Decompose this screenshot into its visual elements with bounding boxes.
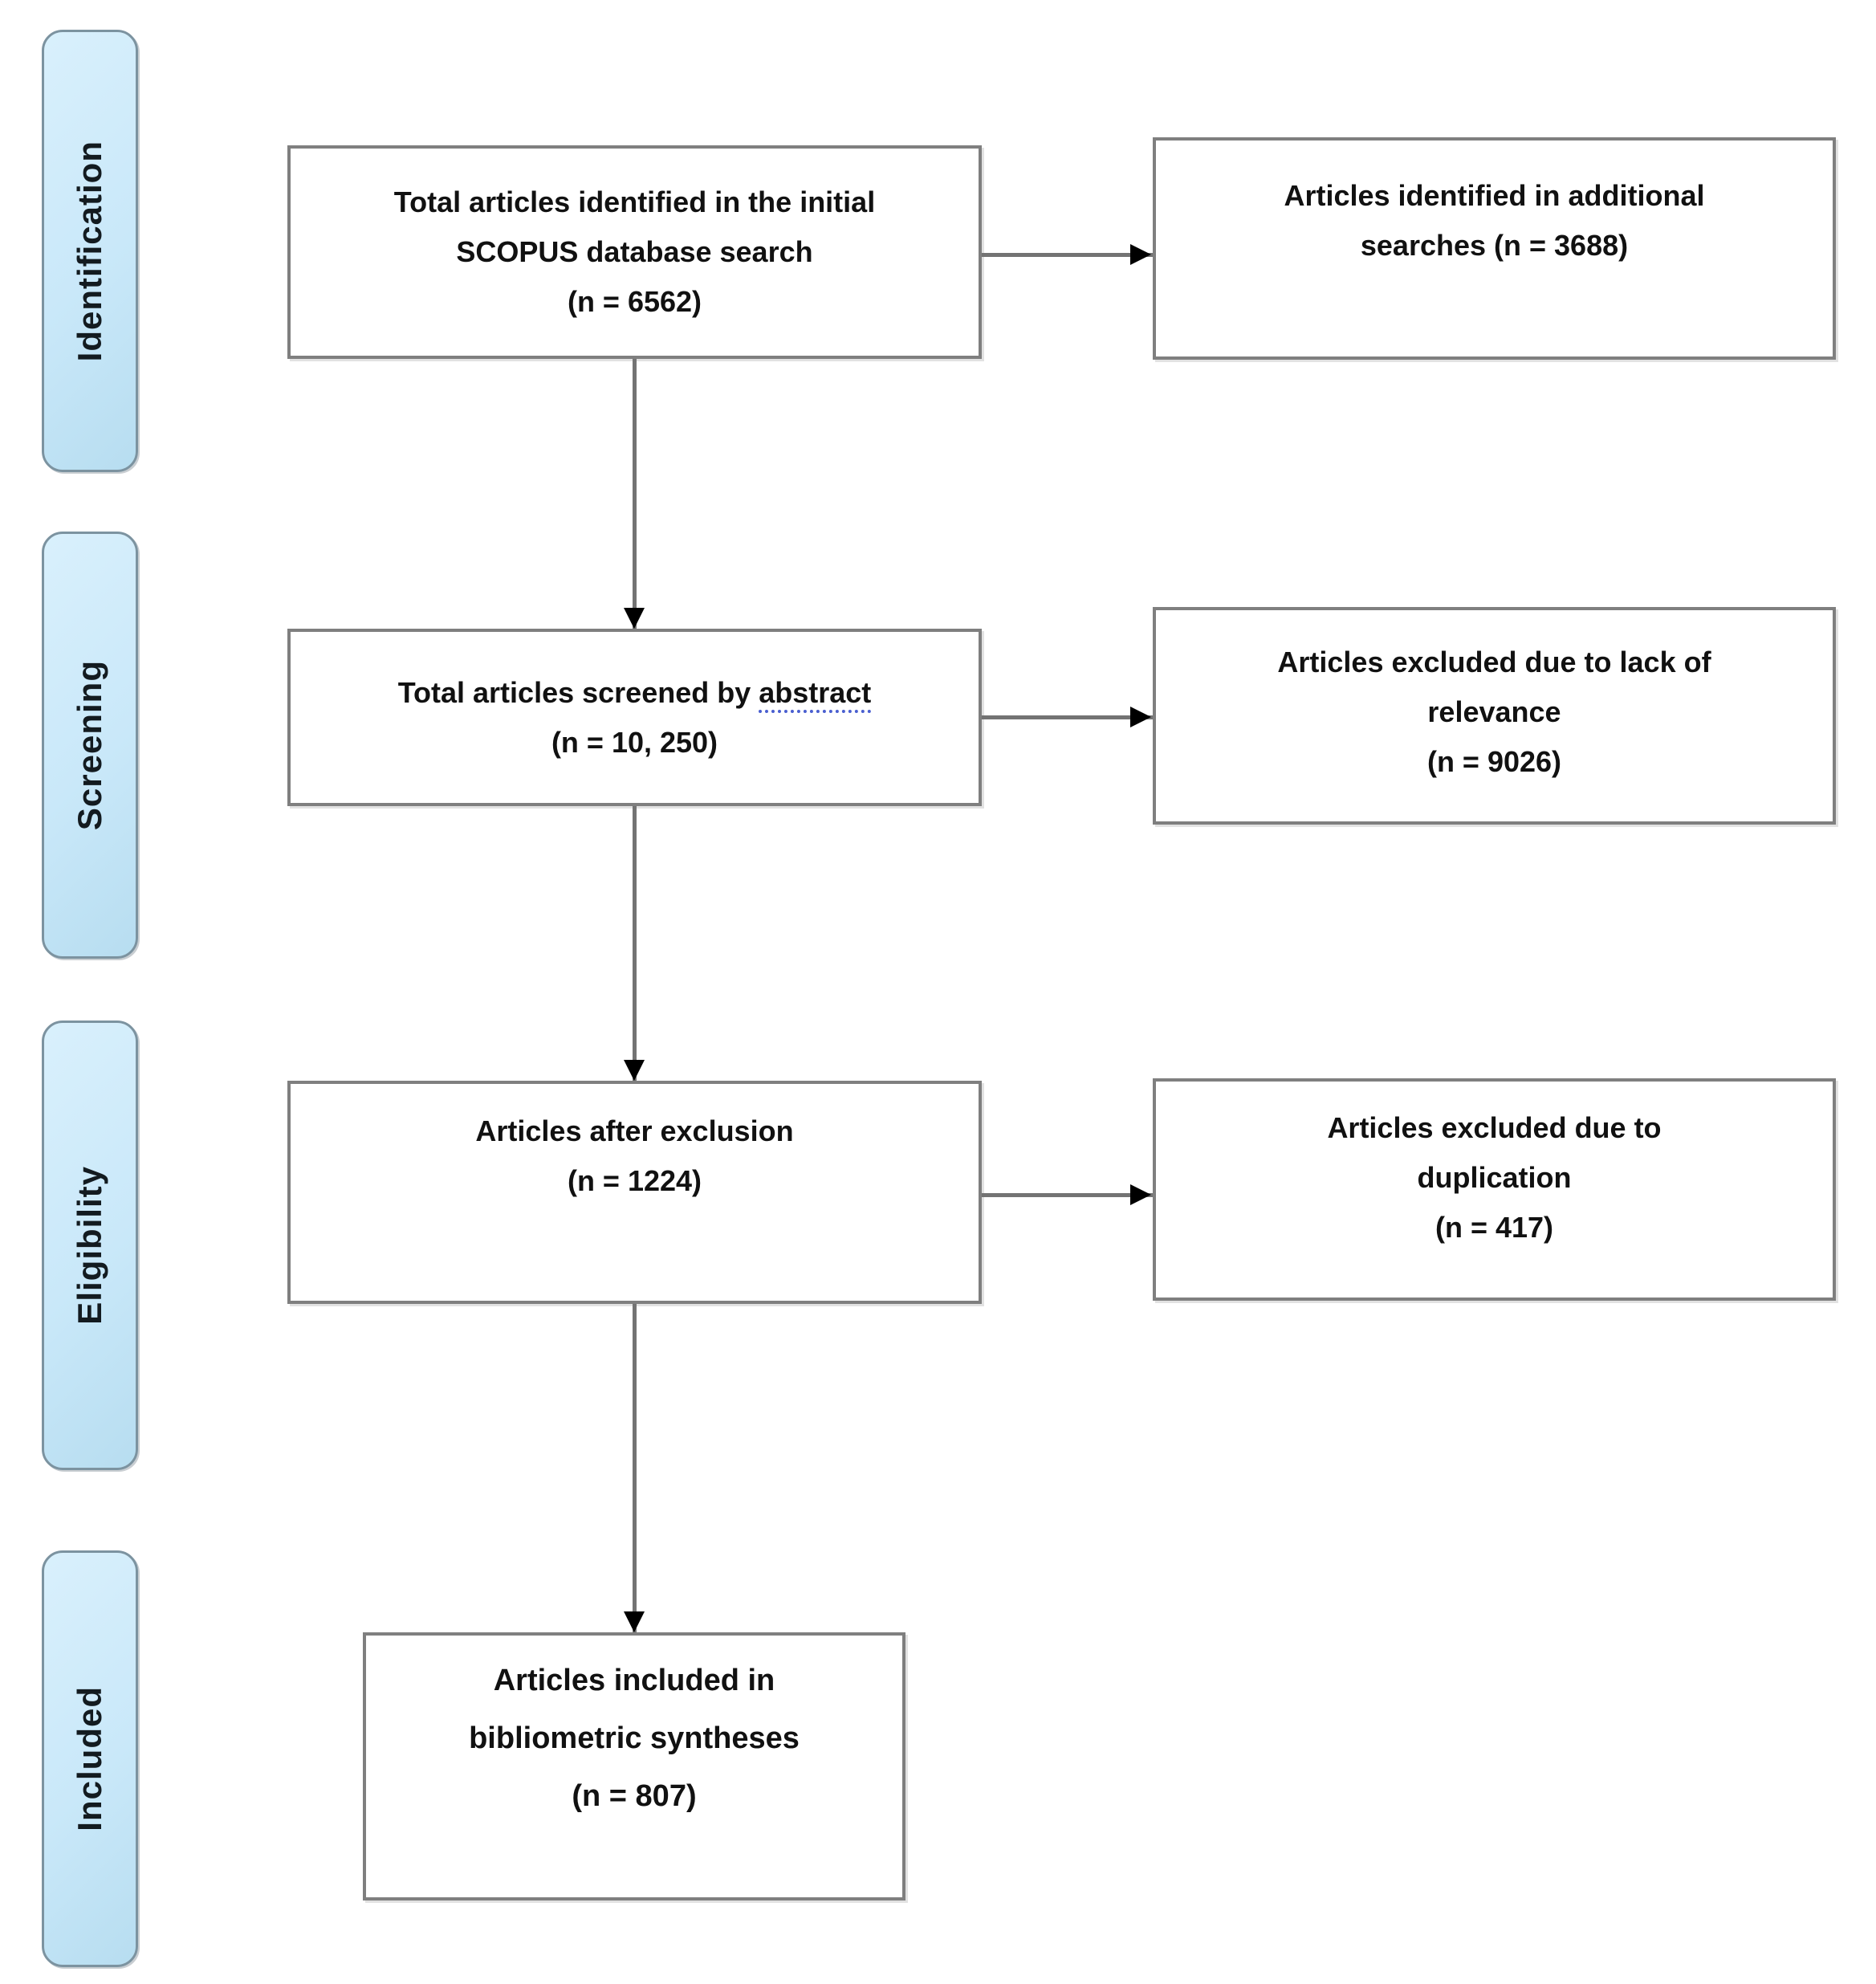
box-included-bibliometric-count: (n = 807) [572,1779,697,1813]
box-total-identified-line2: SCOPUS database search [456,235,813,268]
box-excluded-duplication-line1: Articles excluded due to [1327,1110,1662,1144]
box-total-identified-count: (n = 6562) [567,285,702,318]
box-excluded-duplication-count: (n = 417) [1434,1210,1554,1244]
box-screened-abstract-line1: Total articles screened by abstract [398,668,872,718]
stage-screening-label: Screening [71,659,108,831]
box-after-exclusion: Articles after exclusion (n = 1224) [287,1081,982,1304]
arrow-screened-to-excluded-relevance-line [982,715,1153,719]
stage-identification: Identification [42,30,138,472]
box-excluded-duplication-line2: duplication [1417,1160,1572,1194]
arrowhead-down-icon [624,608,645,629]
box-excluded-relevance-count: (n = 9026) [1426,744,1562,778]
box-included-bibliometric-line2: bibliometric syntheses [469,1721,800,1755]
stage-screening: Screening [42,532,138,959]
box-excluded-relevance-line2: relevance [1427,695,1561,728]
box-screened-abstract-count: (n = 10, 250) [551,725,718,759]
arrow-after-exclusion-to-included-line [633,1304,637,1632]
arrowhead-down-icon [624,1611,645,1632]
box-excluded-relevance: Articles excluded due to lack of relevan… [1153,607,1836,825]
box-excluded-relevance-line1: Articles excluded due to lack of [1277,645,1711,678]
arrow-screened-to-after-exclusion-line [633,806,637,1081]
box-total-identified: Total articles identified in the initial… [287,145,982,359]
box-additional-searches-line1: Articles identified in additional [1284,178,1705,212]
arrowhead-right-icon [1130,244,1151,265]
box-after-exclusion-count: (n = 1224) [567,1164,702,1197]
arrowhead-right-icon [1130,1184,1151,1205]
stage-identification-label: Identification [71,140,108,362]
box-screened-abstract-spellchecked-word: abstract [759,675,872,713]
stage-included: Included [42,1550,138,1967]
arrow-after-exclusion-to-excluded-duplication-line [982,1193,1153,1197]
box-total-identified-line1: Total articles identified in the initial [393,185,876,218]
box-after-exclusion-line1: Articles after exclusion [475,1114,794,1147]
arrow-identified-to-screened-line [633,359,637,629]
box-excluded-duplication: Articles excluded due to duplication (n … [1153,1078,1836,1301]
stage-eligibility-label: Eligibility [71,1166,108,1325]
stage-eligibility: Eligibility [42,1021,138,1470]
box-screened-abstract: Total articles screened by abstract (n =… [287,629,982,806]
arrow-identified-to-additional-line [982,253,1153,257]
box-additional-searches: Articles identified in additional search… [1153,137,1836,360]
stage-included-label: Included [71,1686,108,1831]
arrowhead-down-icon [624,1060,645,1081]
arrowhead-right-icon [1130,707,1151,727]
box-included-bibliometric: Articles included in bibliometric synthe… [363,1632,905,1900]
box-screened-abstract-line1-prefix: Total articles screened by [397,675,759,709]
box-included-bibliometric-line1: Articles included in [493,1664,775,1697]
box-additional-searches-line2: searches (n = 3688) [1360,228,1629,262]
